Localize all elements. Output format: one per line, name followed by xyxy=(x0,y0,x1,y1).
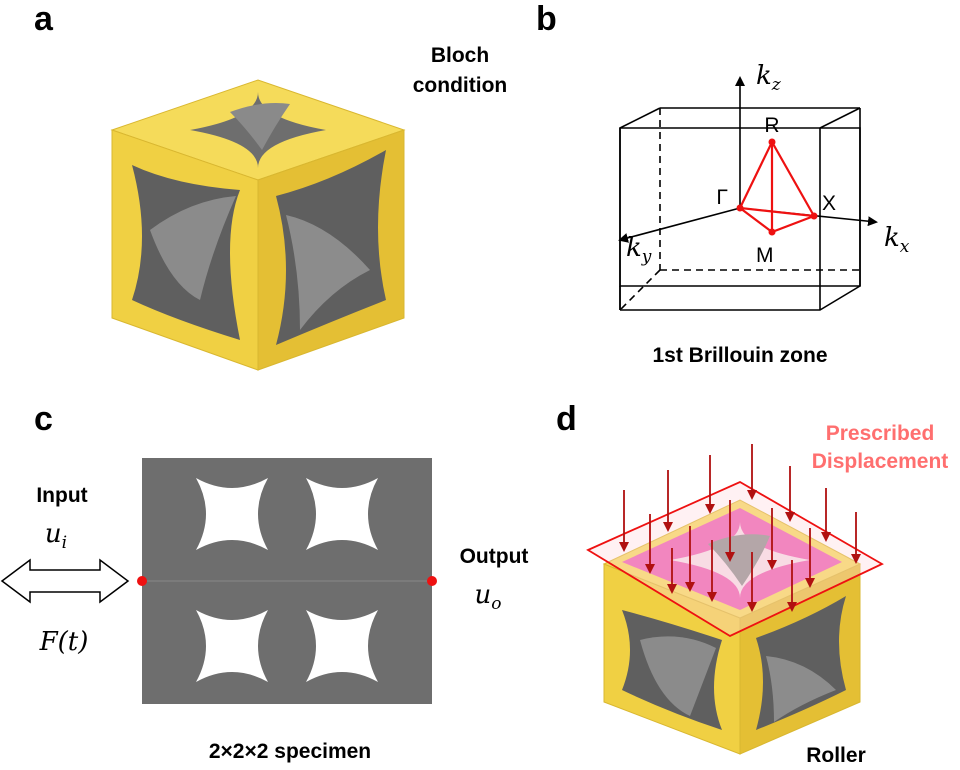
bz-edge-top-left xyxy=(619,107,661,129)
brillouin-caption: 1st Brillouin zone xyxy=(652,344,827,367)
input-point xyxy=(137,576,147,586)
load-arrows xyxy=(619,444,861,612)
cube-top-void-shade xyxy=(230,103,290,150)
prescribed-plane xyxy=(586,480,884,638)
point-gamma-label: Γ xyxy=(716,186,728,209)
bz-hidden-diagonal xyxy=(619,269,661,311)
input-variable: ui xyxy=(45,519,67,553)
cube-left-void-shade xyxy=(150,196,236,300)
kx-label: kx xyxy=(884,223,910,257)
panel-letter-d: d xyxy=(556,400,577,438)
specimen-voids xyxy=(196,478,378,682)
panel-d: d Prescribed Displacement xyxy=(556,400,948,767)
loaded-cube-right-void-shade xyxy=(766,656,836,722)
force-label: F(t) xyxy=(39,627,89,657)
bloch-label-line2: condition xyxy=(413,74,507,97)
loaded-cube-left-void-shade xyxy=(640,636,716,716)
point-r-label: R xyxy=(764,114,779,137)
specimen-void-2 xyxy=(306,478,378,550)
specimen-void-1 xyxy=(196,478,268,550)
point-r-dot xyxy=(768,138,776,146)
panel-c: c Input ui F(t) Output uo 2×2×2 specimen xyxy=(0,400,529,763)
force-double-arrow xyxy=(0,558,130,604)
input-label: Input xyxy=(36,484,87,507)
point-m-dot xyxy=(768,228,776,236)
loaded-cube-top-void-shade xyxy=(708,534,770,586)
cube-right-void-shade xyxy=(286,215,370,330)
specimen-caption: 2×2×2 specimen xyxy=(209,740,371,763)
irreducible-path xyxy=(738,139,817,234)
point-gamma-dot xyxy=(736,204,744,212)
panel-letter-b: b xyxy=(536,0,557,38)
loaded-cube xyxy=(586,480,884,755)
output-variable: uo xyxy=(475,580,502,614)
panel-a: a Bloch condition xyxy=(34,0,507,371)
path-gamma-r-x xyxy=(738,139,817,218)
point-x-label: X xyxy=(822,192,836,215)
panel-letter-c: c xyxy=(34,400,53,438)
prescribed-label-line1: Prescribed xyxy=(826,422,935,445)
specimen-void-3 xyxy=(196,610,268,682)
point-m-label: M xyxy=(756,244,774,267)
panel-b: b kz kx ky xyxy=(536,0,910,367)
output-point xyxy=(427,576,437,586)
unit-cell-cube xyxy=(110,79,406,371)
ky-label: ky xyxy=(626,233,652,267)
kz-label: kz xyxy=(756,61,782,95)
panel-letter-a: a xyxy=(34,0,54,38)
ky-axis xyxy=(618,207,741,243)
roller-label: Roller xyxy=(806,744,866,767)
brillouin-zone-box xyxy=(619,107,861,311)
point-x-dot xyxy=(810,212,818,220)
specimen-void-4 xyxy=(306,610,378,682)
output-label: Output xyxy=(460,545,529,568)
bz-bottom-front xyxy=(620,285,861,311)
prescribed-label-line2: Displacement xyxy=(812,450,949,473)
bloch-label-line1: Bloch xyxy=(431,44,489,67)
